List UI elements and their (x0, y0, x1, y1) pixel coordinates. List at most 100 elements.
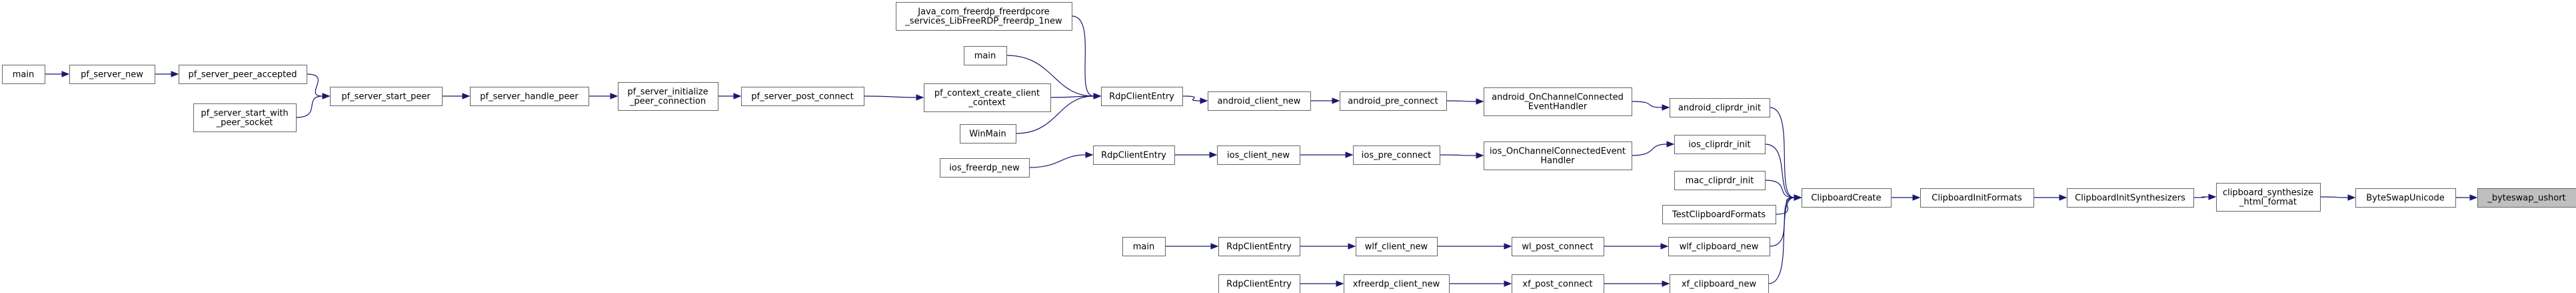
edge-test-clipboard-formats-to-clipboard-create (1775, 197, 1795, 215)
node-box (1101, 87, 1183, 106)
node-box (1662, 205, 1776, 224)
node-wlf-client-new[interactable]: wlf_client_new (1356, 237, 1438, 256)
node-mac-cliprdr-init[interactable]: mac_cliprdr_init (1674, 171, 1766, 190)
node-label: ClipboardInitSynthesizers (2075, 194, 2185, 204)
node-label: RdpClientEntry (1226, 280, 1292, 290)
node-wlf-clipboard-new[interactable]: wlf_clipboard_new (1668, 237, 1770, 256)
node-test-clipboard-formats[interactable]: TestClipboardFormats (1662, 205, 1776, 224)
node-box (1353, 145, 1440, 165)
node-label: wl_post_connect (1522, 242, 1593, 252)
node-label: android_client_new (1218, 97, 1301, 107)
edge-arrowhead (1210, 243, 1219, 250)
edge-arrowhead (1660, 243, 1669, 250)
node-label: android_cliprdr_init (1678, 103, 1761, 113)
node-rdp-client-entry-ios[interactable]: RdpClientEntry (1093, 145, 1175, 165)
node-label: wlf_clipboard_new (1680, 242, 1759, 252)
node-box (2216, 183, 2321, 212)
node-android-cliprdr-init[interactable]: android_cliprdr_init (1670, 98, 1770, 117)
node-label: xf_post_connect (1522, 280, 1592, 290)
node-clipboard-init-formats[interactable]: ClipboardInitFormats (1920, 188, 2034, 208)
node-clipboard-init-synthesizers[interactable]: ClipboardInitSynthesizers (2067, 188, 2194, 208)
edge-arrowhead (1085, 152, 1094, 158)
edge-clipboard-synthesize-html-format-to-byte-swap-unicode (2319, 196, 2349, 198)
node-label: ByteSwapUnicode (2366, 194, 2445, 204)
node-ios-pre-connect[interactable]: ios_pre_connect (1353, 145, 1440, 165)
node-xf-post-connect[interactable]: xf_post_connect (1512, 274, 1604, 293)
node-byte-swap-unicode[interactable]: ByteSwapUnicode (2355, 188, 2456, 208)
edge-arrowhead (1345, 152, 1354, 158)
node-android-client-new[interactable]: android_client_new (1208, 91, 1311, 111)
node-rdp-client-entry-wlf[interactable]: RdpClientEntry (1218, 237, 1300, 256)
node-label: ClipboardInitFormats (1932, 194, 2022, 204)
node-label: pf_server_new (81, 70, 143, 80)
edge-arrowhead (1476, 152, 1484, 159)
node-label: RdpClientEntry (1226, 242, 1292, 252)
node-ios-cliprdr-init[interactable]: ios_cliprdr_init (1674, 135, 1766, 154)
node-box (1512, 274, 1604, 293)
edge-arrowhead (733, 93, 742, 99)
edge-arrowhead (2469, 194, 2478, 201)
node-box (2067, 188, 2194, 208)
node-pf-server-post-connect[interactable]: pf_server_post_connect (741, 87, 864, 106)
node-android-pre-connect[interactable]: android_pre_connect (1340, 91, 1447, 111)
node-box (1340, 91, 1447, 111)
node-pf-server-peer-accepted[interactable]: pf_server_peer_accepted (179, 65, 307, 84)
edge-arrowhead (1794, 194, 1802, 201)
node-ios-client-new[interactable]: ios_client_new (1217, 145, 1300, 165)
node-label: EventHandler (1528, 102, 1588, 112)
node-main-android[interactable]: main (964, 46, 1007, 65)
node-label: TestClipboardFormats (1672, 210, 1766, 220)
node-box (2, 65, 45, 84)
node-wl-post-connect[interactable]: wl_post_connect (1512, 237, 1604, 256)
edge-ios-freerdp-new-to-rdp-client-entry-ios (1028, 154, 1086, 168)
node-label: Java_com_freerdp_freerdpcore (917, 7, 1049, 17)
edge-arrowhead (2347, 194, 2356, 201)
node-box (964, 46, 1007, 65)
node-main-pf[interactable]: main (2, 65, 45, 84)
node-java-freerdp-new[interactable]: Java_com_freerdp_freerdpcore_services_Li… (896, 2, 1072, 31)
node-label: mac_cliprdr_init (1686, 176, 1754, 186)
node-clipboard-synthesize-html-format[interactable]: clipboard_synthesize_html_format (2216, 183, 2321, 212)
node-pf-server-start-with-peer-socket[interactable]: pf_server_start_with_peer_socket (193, 103, 297, 132)
node-box (1344, 274, 1450, 293)
node-box (1217, 145, 1300, 165)
node-clipboard-create[interactable]: ClipboardCreate (1802, 188, 1892, 208)
node-box (1218, 274, 1300, 293)
node-box (1484, 141, 1632, 170)
node-label: android_pre_connect (1348, 97, 1438, 107)
node-label: Handler (1540, 156, 1575, 166)
edge-arrowhead (1912, 194, 1921, 201)
node-box (1208, 91, 1311, 111)
node-ios-freerdp-new[interactable]: ios_freerdp_new (940, 158, 1030, 178)
edge-arrowhead (916, 94, 924, 101)
node-box (1122, 237, 1166, 256)
node-rdp-client-entry-xf[interactable]: RdpClientEntry (1218, 274, 1300, 293)
node-label: _byteswap_ushort (2487, 194, 2565, 204)
node-box (896, 2, 1072, 31)
node-pf-server-handle-peer[interactable]: pf_server_handle_peer (470, 87, 589, 106)
node-pf-server-new[interactable]: pf_server_new (69, 65, 155, 84)
node-xf-clipboard-new[interactable]: xf_clipboard_new (1670, 274, 1769, 293)
node-win-main[interactable]: WinMain (960, 124, 1016, 143)
node-label: pf_server_handle_peer (480, 92, 579, 102)
node-rdp-client-entry-android[interactable]: RdpClientEntry (1101, 87, 1183, 106)
node-xfreerdp-client-new[interactable]: xfreerdp_client_new (1344, 274, 1450, 293)
node-label: android_OnChannelConnected (1492, 93, 1624, 103)
node-box (940, 158, 1030, 178)
node-label: main (1133, 242, 1154, 252)
node-label: pf_server_start_with (201, 109, 288, 119)
node-box (1802, 188, 1892, 208)
node-pf-server-start-peer[interactable]: pf_server_start_peer (330, 87, 443, 106)
node-pf-context-create-client-context[interactable]: pf_context_create_client_context (924, 83, 1051, 112)
node-box (1218, 237, 1300, 256)
node-byteswap-ushort[interactable]: _byteswap_ushort (2477, 188, 2576, 208)
node-pf-server-initialize-peer-connection[interactable]: pf_server_initialize_peer_connection (618, 82, 718, 111)
node-main-wlf[interactable]: main (1122, 237, 1166, 256)
node-box (741, 87, 864, 106)
edges (45, 15, 2478, 287)
edge-pf-server-peer-accepted-to-pf-server-start-peer (306, 73, 323, 97)
node-box (69, 65, 155, 84)
